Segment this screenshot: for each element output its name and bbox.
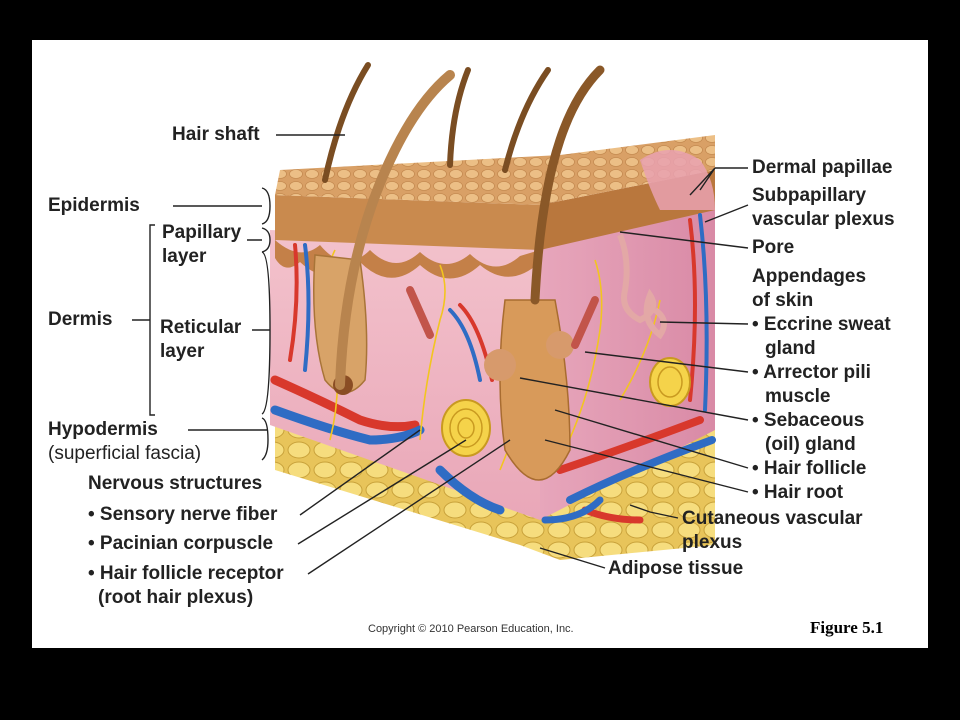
label-pore: Pore [752,237,795,258]
label-eccrine-sweat-gland: • Eccrine sweat gland [752,313,891,361]
label-eccrine-line-1: • Eccrine sweat [752,314,891,335]
label-hair-follicle: • Hair follicle [752,458,867,479]
label-hair-follicle-receptor-line-2: (root hair plexus) [98,587,254,608]
label-hypodermis-line-2: (superficial fascia) [48,443,202,464]
label-eccrine-line-2: gland [765,338,816,359]
label-cutaneous-line-1: Cutaneous vascular [682,508,863,529]
label-reticular-line-2: layer [160,341,205,362]
label-papillary-line-2: layer [162,246,207,267]
label-papillary-line-1: Papillary [162,222,242,243]
label-arrector-pili-muscle: • Arrector pili muscle [752,361,871,409]
label-hair-root: • Hair root [752,482,844,503]
label-cutaneous-line-2: plexus [682,532,743,553]
label-nervous-structures: Nervous structures [88,473,263,494]
label-hair-follicle-receptor: • Hair follicle receptor (root hair plex… [88,562,284,610]
label-hair-follicle-receptor-line-1: • Hair follicle receptor [88,563,284,584]
label-epidermis: Epidermis [48,195,140,216]
label-pacinian-corpuscle: • Pacinian corpuscle [88,533,274,554]
label-hypodermis: Hypodermis (superficial fascia) [48,418,201,466]
label-arrector-line-1: • Arrector pili [752,362,871,383]
label-arrector-line-2: muscle [765,386,831,407]
label-subpapillary-vascular-plexus: Subpapillary vascular plexus [752,184,895,232]
leader-lines [132,134,749,575]
label-cutaneous-vascular-plexus: Cutaneous vascular plexus [682,507,863,555]
label-sensory-nerve-fiber: • Sensory nerve fiber [88,504,278,525]
label-appendages-of-skin: Appendages of skin [752,265,866,313]
label-appendages-line-2: of skin [752,290,814,311]
label-dermal-papillae: Dermal papillae [752,157,893,178]
label-dermis: Dermis [48,309,113,330]
epidermis-block [275,135,715,279]
label-appendages-line-1: Appendages [752,266,867,287]
label-subpapillary-line-2: vascular plexus [752,209,895,230]
label-subpapillary-line-1: Subpapillary [752,185,867,206]
label-hypodermis-line-1: Hypodermis [48,419,158,440]
label-reticular-layer: Reticular layer [160,316,241,364]
figure-label: Figure 5.1 [810,618,884,637]
copyright-notice: Copyright © 2010 Pearson Education, Inc. [368,623,574,635]
label-sebaceous-line-1: • Sebaceous [752,410,865,431]
label-sebaceous-line-2: (oil) gland [765,434,856,455]
hair-shafts [322,62,605,390]
label-sebaceous-gland: • Sebaceous (oil) gland [752,409,864,457]
sweat-gland [617,233,667,340]
label-reticular-line-1: Reticular [160,317,242,338]
label-hair-shaft: Hair shaft [172,124,260,145]
pacinian-corpuscles [441,357,691,457]
blood-vessels [270,213,716,524]
label-adipose-tissue: Adipose tissue [608,558,744,579]
label-papillary-layer: Papillary layer [162,221,241,269]
